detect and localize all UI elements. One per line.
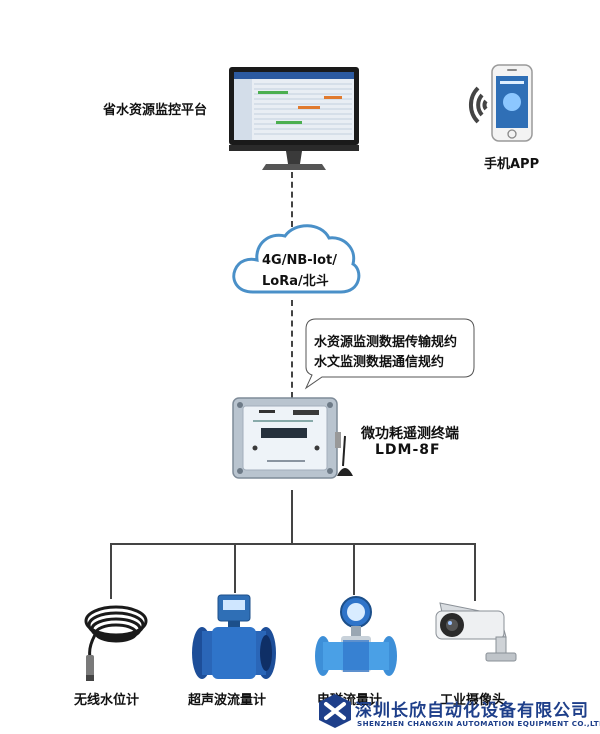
- sensor-label-4: 工业摄像头: [440, 693, 506, 708]
- terminal-name: 微功耗遥测终端: [361, 426, 459, 442]
- branch-line-3: [353, 543, 355, 595]
- dashed-link-platform-cloud: [291, 172, 293, 227]
- mobile-app-label: 手机APP: [484, 157, 540, 172]
- monitor-icon: [228, 66, 360, 176]
- wireless-signal-icon: [448, 80, 488, 130]
- dashed-link-cloud-terminal: [291, 300, 293, 398]
- branch-line-2: [234, 543, 236, 593]
- trunk-line: [291, 490, 293, 543]
- branch-line-4: [474, 543, 476, 601]
- electromagnetic-flowmeter-icon: [313, 594, 399, 684]
- company-logo: [317, 692, 353, 730]
- company-name-en: SHENZHEN CHANGXIN AUTOMATION EQUIPMENT C…: [357, 719, 600, 728]
- sensor-label-2: 超声波流量计: [188, 693, 267, 708]
- industrial-camera-icon: [430, 597, 522, 677]
- bus-line: [110, 543, 476, 545]
- network-line-2: LoRa/北斗: [262, 274, 329, 289]
- protocol-line-1: 水资源监测数据传输规约: [314, 335, 458, 350]
- telemetry-terminal-icon: [231, 396, 361, 490]
- mobile-phone-icon: [491, 64, 533, 142]
- ultrasonic-flowmeter-icon: [190, 591, 278, 683]
- terminal-model: LDM-8F: [375, 442, 441, 458]
- sensor-label-1: 无线水位计: [74, 693, 140, 708]
- protocol-line-2: 水文监测数据通信规约: [314, 355, 445, 370]
- branch-line-1: [110, 543, 112, 599]
- cloud-icon: [225, 218, 365, 304]
- water-level-sensor-icon: [74, 597, 156, 687]
- network-line-1: 4G/NB-lot/: [262, 253, 337, 268]
- platform-label: 省水资源监控平台: [103, 103, 208, 118]
- protocol-callout: [300, 318, 476, 390]
- company-name-cn: 深圳长欣自动化设备有限公司: [355, 701, 589, 721]
